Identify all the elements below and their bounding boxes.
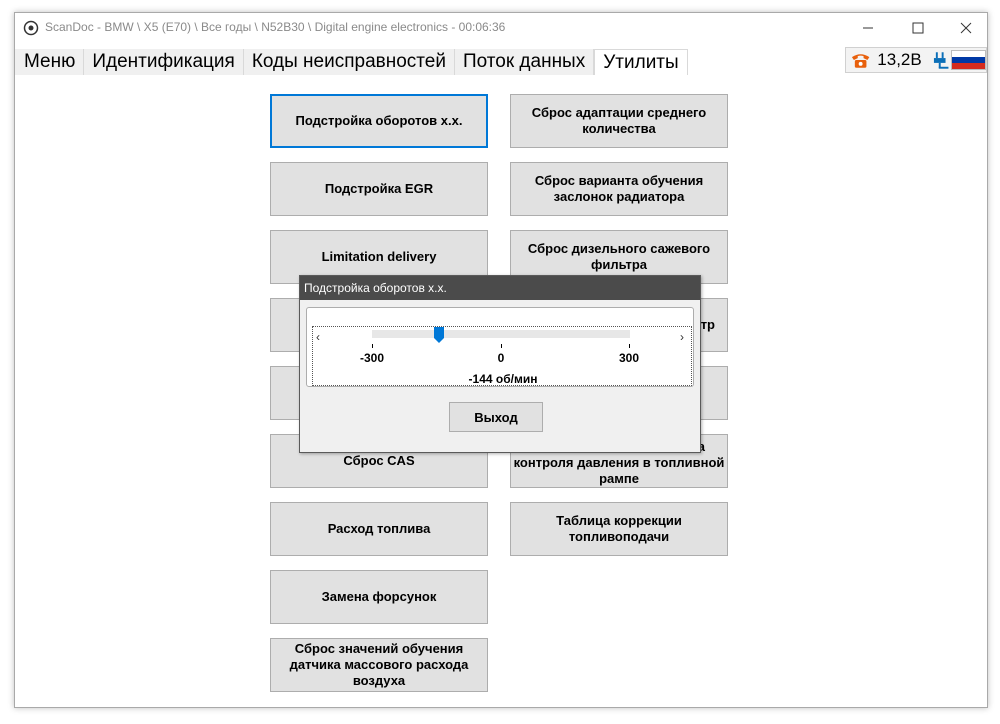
window-title: ScanDoc - BMW \ X5 (E70) \ Все годы \ N5… — [45, 20, 506, 34]
maf-reset-button[interactable]: Сброс значений обучения датчика массовог… — [270, 638, 488, 692]
slider-thumb[interactable] — [433, 327, 444, 343]
flag-russia-icon — [951, 50, 986, 70]
idle-adjust-button[interactable]: Подстройка оборотов х.х. — [270, 94, 488, 148]
exit-button[interactable]: Выход — [449, 402, 543, 432]
slider-right-arrow-icon[interactable]: › — [680, 330, 684, 344]
tab-fault-codes[interactable]: Коды неисправностей — [243, 49, 455, 75]
slider-value-label: -144 об/мин — [468, 372, 538, 386]
dialog-title: Подстройка оборотов х.х. — [300, 276, 700, 300]
phone-icon — [851, 54, 870, 68]
main-tabs: Меню Идентификация Коды неисправностей П… — [15, 49, 688, 75]
egr-adjust-button[interactable]: Подстройка EGR — [270, 162, 488, 216]
minimize-button[interactable] — [845, 13, 891, 43]
tab-data-stream[interactable]: Поток данных — [454, 49, 595, 75]
slider-tick-label-zero: 0 — [497, 351, 505, 365]
close-button[interactable] — [943, 13, 989, 43]
avg-quantity-reset-button[interactable]: Сброс адаптации среднего количества — [510, 94, 728, 148]
slider-tick — [372, 344, 373, 348]
maximize-icon — [912, 22, 924, 34]
tab-identification[interactable]: Идентификация — [84, 49, 244, 75]
tab-menu[interactable]: Меню — [15, 49, 85, 75]
slider-tick — [501, 344, 502, 348]
fuel-correction-table-button[interactable]: Таблица коррекции топливоподачи — [510, 502, 728, 556]
app-window: ScanDoc - BMW \ X5 (E70) \ Все годы \ N5… — [14, 12, 988, 708]
close-icon — [960, 22, 972, 34]
slider-tick — [629, 344, 630, 348]
fuel-consumption-button[interactable]: Расход топлива — [270, 502, 488, 556]
slider-tick-label-max: 300 — [618, 351, 640, 365]
slider-group: ‹ › -300 0 300 -144 об/мин — [306, 307, 694, 387]
slider-control[interactable]: ‹ › -300 0 300 -144 об/мин — [312, 326, 692, 386]
radiator-flaps-reset-button[interactable]: Сброс варианта обучения заслонок радиато… — [510, 162, 728, 216]
idle-adjust-dialog: Подстройка оборотов х.х. ‹ › -300 0 300 … — [299, 275, 701, 453]
tab-utilities[interactable]: Утилиты — [594, 49, 688, 75]
rail-pressure-label: контроля давления в топливной рампе — [513, 455, 725, 486]
slider-track[interactable] — [372, 330, 630, 338]
slider-left-arrow-icon[interactable]: ‹ — [316, 330, 320, 344]
slider-tick-label-min: -300 — [359, 351, 385, 365]
voltage-readout: 13,2В — [877, 50, 922, 69]
status-panel: 13,2В — [845, 47, 987, 73]
title-bar: ScanDoc - BMW \ X5 (E70) \ Все годы \ N5… — [15, 13, 987, 43]
rail-pressure-partial-label: а — [697, 439, 705, 454]
minimize-icon — [863, 27, 873, 29]
maximize-button[interactable] — [895, 13, 941, 43]
injector-replace-button[interactable]: Замена форсунок — [270, 570, 488, 624]
plug-icon — [933, 52, 949, 69]
scandoc-app-icon — [23, 20, 39, 36]
